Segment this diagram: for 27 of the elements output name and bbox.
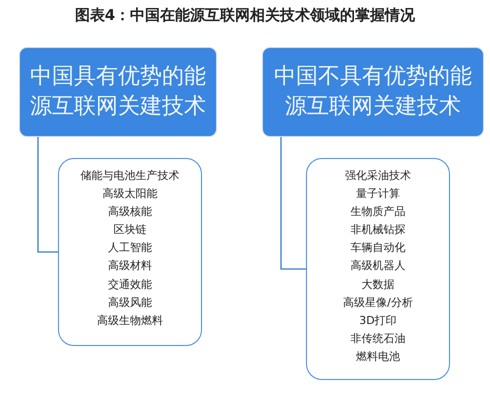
list-item: 强化采油技术 [345,168,411,184]
list-item: 燃料电池 [356,348,400,365]
list-item: 高级星像/分析 [343,294,413,311]
list-item: 量子计算 [356,186,400,202]
list-item: 3D打印 [359,312,397,329]
list-box [306,158,450,380]
list-item: 储能与电池生产技术 [80,168,180,184]
list-item: 高级机器人 [350,258,406,274]
list-item: 高级生物燃料 [97,312,163,329]
list-item: 大数据 [362,276,394,293]
heading-box: 中国不具有优势的能源互联网关建技术 [262,47,484,137]
chart-title: 图表4：中国在能源互联网相关技术领域的掌握情况 [74,6,416,25]
list-item: 高级材料 [108,258,152,274]
list-item: 高级太阳能 [102,186,158,202]
list-item: 高级风能 [108,294,152,311]
connector-line [280,137,306,270]
connector-line [37,137,58,253]
list-item: 交通效能 [108,276,152,293]
list-box [58,158,202,346]
list-item: 高级核能 [108,204,152,220]
list-item: 非机械钻探 [350,222,406,238]
list-item: 人工智能 [108,240,152,256]
list-item: 生物质产品 [350,204,406,220]
list-item: 车辆自动化 [350,240,406,256]
list-item: 非传统石油 [350,330,406,347]
heading-box: 中国具有优势的能源互联网关建技术 [19,47,217,137]
list-item: 区块链 [114,222,146,238]
